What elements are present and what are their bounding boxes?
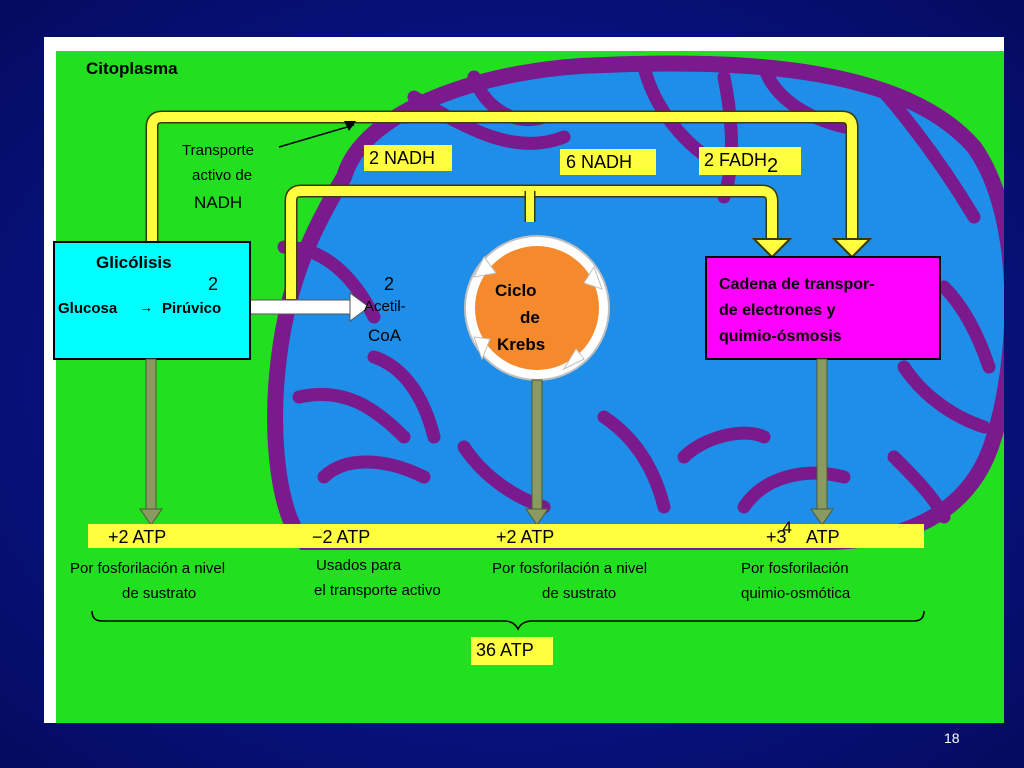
glycolysis-count: 2 xyxy=(208,274,219,294)
krebs-cycle xyxy=(464,235,610,381)
atp-value-chain-correction: 4 xyxy=(782,518,792,537)
chain-line2: de electrones y xyxy=(719,302,836,319)
cristae xyxy=(277,60,996,524)
nadh6-tag: 6 NADH xyxy=(566,152,633,172)
atp-value-chain: +34 ATP xyxy=(766,519,840,547)
atp-arrow-glycolysis xyxy=(139,358,163,526)
diagram-canvas xyxy=(53,55,1004,665)
atp-desc-glycolysis-2: de sustrato xyxy=(122,585,197,602)
atp-value-transport: −2 ATP xyxy=(312,527,371,547)
glucose-label: Glucosa xyxy=(58,300,118,317)
acetyl-line2: CoA xyxy=(368,326,402,345)
transport-label-line2: activo de xyxy=(192,167,253,184)
acetyl-count: 2 xyxy=(384,274,395,294)
pyruvate-arrow xyxy=(249,292,370,322)
atp-value-chain-unit: ATP xyxy=(806,527,840,547)
cytoplasm-label: Citoplasma xyxy=(86,59,178,78)
krebs-line3: Krebs xyxy=(497,335,546,354)
total-bracket xyxy=(91,610,925,631)
glycolysis-box xyxy=(53,241,251,360)
nadh2-tag: 2 NADH xyxy=(369,148,436,168)
fadh-tag-text: 2 FADH xyxy=(704,150,768,170)
glycolysis-arrow-glyph: → xyxy=(139,299,153,315)
atp-value-chain-base: +3 xyxy=(766,527,787,547)
atp-desc-chain-1: Por fosforilación xyxy=(741,560,849,577)
arrowhead-chain-outer xyxy=(831,238,873,259)
total-atp-label: 36 ATP xyxy=(476,640,534,660)
atp-desc-krebs-1: Por fosforilación a nivel xyxy=(492,560,648,577)
atp-band xyxy=(88,524,924,548)
frame-left-border xyxy=(44,37,56,723)
frame-top-border xyxy=(44,37,1004,51)
nadh2-tag-bg xyxy=(364,145,452,171)
total-atp-bg xyxy=(471,637,553,665)
fadh-tag-subscript: 2 xyxy=(767,155,779,177)
fadh-tag-bg xyxy=(699,147,801,175)
pyruvate-label: Pirúvico xyxy=(162,300,222,317)
krebs-line1: Ciclo xyxy=(495,281,537,300)
atp-arrow-chain xyxy=(810,358,834,526)
transport-pointer-line xyxy=(278,124,355,148)
chain-line3: quimio-ósmosis xyxy=(719,328,842,345)
yellow-paths xyxy=(145,110,873,299)
acetyl-line1: Acetil- xyxy=(364,298,406,315)
glycolysis-title: Glicólisis xyxy=(96,253,172,272)
arrowhead-chain-inner xyxy=(751,238,793,259)
atp-desc-krebs-2: de sustrato xyxy=(542,585,617,602)
transport-label-line1: Transporte xyxy=(182,142,254,159)
chain-line1: Cadena de transpor- xyxy=(719,276,875,293)
atp-desc-glycolysis-1: Por fosforilación a nivel xyxy=(70,560,226,577)
nadh6-tag-bg xyxy=(560,149,656,175)
page-number: 18 xyxy=(944,730,960,746)
krebs-core xyxy=(475,246,599,370)
atp-value-glycolysis: +2 ATP xyxy=(108,527,167,547)
krebs-line2: de xyxy=(520,308,540,327)
atp-arrow-krebs xyxy=(525,379,549,526)
atp-desc-chain-2: quimio-osmótica xyxy=(741,585,851,602)
transport-label-line3: NADH xyxy=(194,193,243,212)
atp-value-krebs: +2 ATP xyxy=(496,527,555,547)
slide-frame: Citoplasma Transporte activo de NADH 2 N… xyxy=(44,37,1004,723)
electron-chain-box xyxy=(705,256,941,360)
atp-desc-transport-1: Usados para xyxy=(316,557,402,574)
transport-pointer-head xyxy=(344,121,356,131)
atp-arrows xyxy=(139,358,834,526)
atp-desc-transport-2: el transporte activo xyxy=(314,582,441,599)
fadh-tag: 2 FADH2 xyxy=(704,150,778,176)
